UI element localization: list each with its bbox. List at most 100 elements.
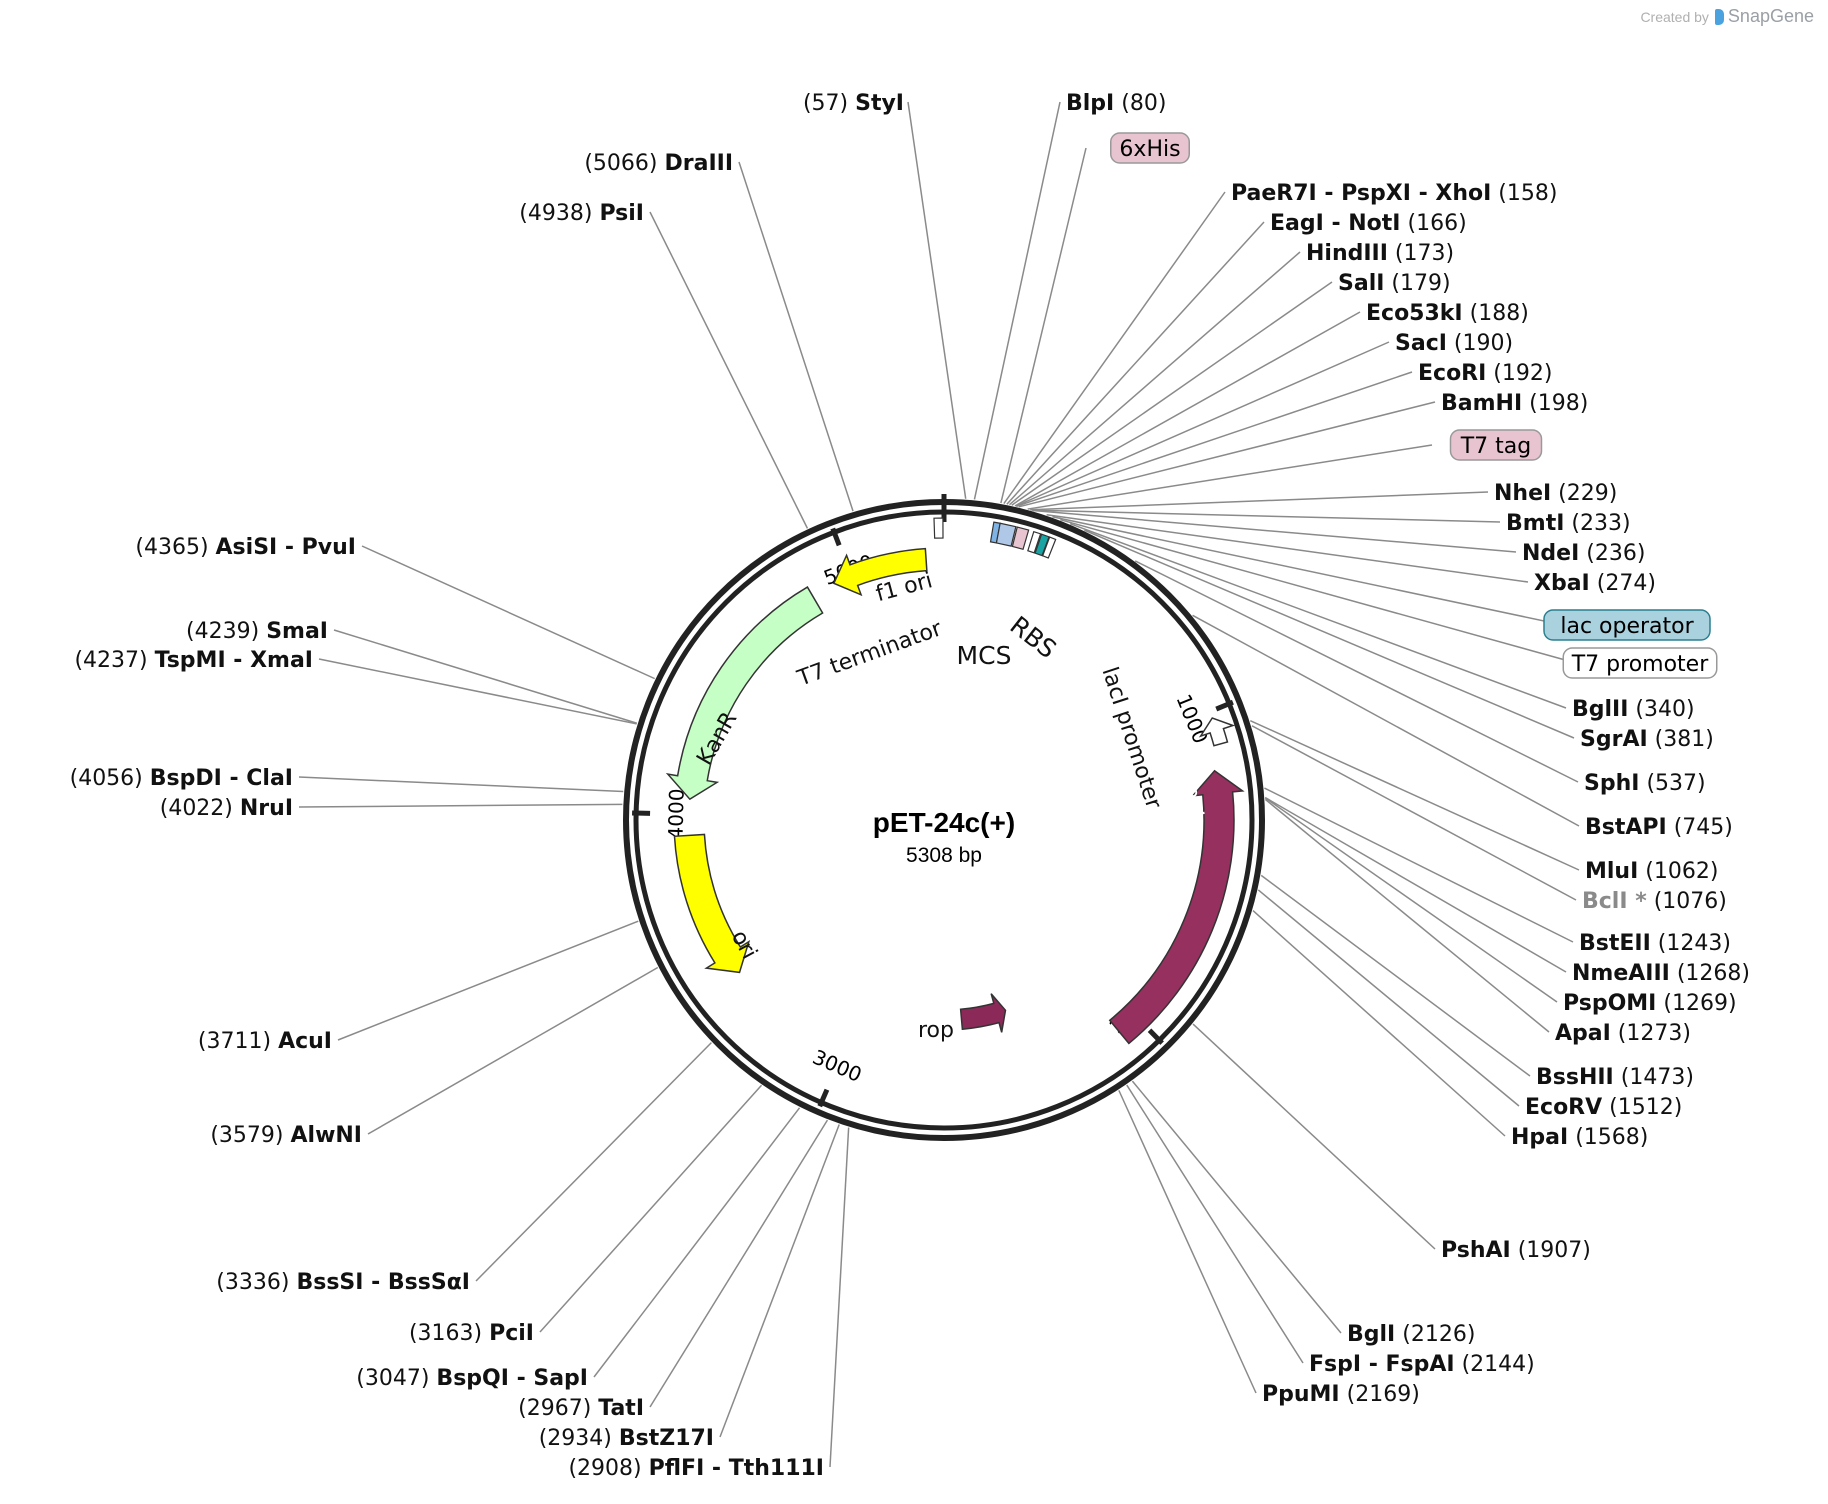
feature-kanr [665,586,824,801]
feature-label-rop: rop [918,1018,954,1043]
leader-nmeaiii [1264,796,1567,973]
site-label-asisi: (4365) AsiSI - PvuI [135,535,356,560]
site-fspi: FspI - FspAI (2144) [1309,1352,1535,1377]
leader-sali [1011,281,1333,506]
box-t7-promoter [1562,647,1718,679]
site-label-saci: SacI (190) [1395,331,1513,356]
site-eco53ki: Eco53kI (188) [1366,301,1529,326]
feature-label-t7-terminator: T7 terminator [793,616,946,692]
feature-rbs [1027,530,1042,554]
site-sphi: SphI (537) [1584,771,1706,796]
box-label-t7-tag: T7 tag [1460,434,1532,459]
site-draiii: (5066) DraIII [584,151,733,176]
leader-ecorv [1257,889,1520,1107]
leader-nrui [298,803,623,808]
feature-laci-promoter [1198,717,1236,747]
site-leader-lines [298,101,1580,1468]
site-mlui: MluI (1062) [1585,859,1718,884]
site-bglii: BglII (340) [1572,697,1695,722]
site-styi: (57) StyI [803,91,904,116]
site-pflfi: (2908) PflFI - Tth111I [568,1456,824,1481]
site-label-nmeaiii: NmeAIII (1268) [1572,961,1750,986]
leader-pshai [1192,1023,1436,1250]
feature-t7-tag [1011,526,1030,551]
leader-hindiii [1008,251,1301,506]
site-label-pspomi: PspOMI (1269) [1563,991,1737,1016]
site-label-bcli: BclI * (1076) [1582,889,1727,914]
leader-lac-operator [1052,516,1564,626]
leader-fspi [1126,1084,1304,1364]
leader-bspdi [298,776,624,793]
site-tati: (2967) TatI [518,1396,644,1421]
site-ppumi: PpuMI (2169) [1262,1382,1420,1407]
site-label-nhei: NheI (229) [1494,481,1617,506]
box-lac-operator [1543,609,1711,641]
tick-mark-3000 [817,1088,830,1108]
site-hindiii: HindIII (173) [1306,241,1454,266]
leader-t7-tag [1027,444,1433,510]
leader-smai [333,629,638,724]
site-label-fspi: FspI - FspAI (2144) [1309,1352,1535,1377]
site-label-mlui: MluI (1062) [1585,859,1718,884]
site-label-smai: (4239) SmaI [186,619,328,644]
leader-alwni [367,966,659,1135]
leader-paer7i [1003,191,1226,505]
site-label-hpai: HpaI (1568) [1511,1125,1648,1150]
feature-f1-ori [832,547,928,597]
plasmid-name: pET-24c(+) [873,807,1015,838]
feature-t7-promoter [1041,536,1057,559]
site-eagi: EagI - NotI (166) [1270,211,1467,236]
site-nhei: NheI (229) [1494,481,1617,506]
site-tspmi: (4237) TspMI - XmaI [74,648,313,673]
leader-eagi [1006,221,1265,505]
feature-label-laci: lacI [1177,778,1208,820]
site-label-xbai: XbaI (274) [1534,571,1656,596]
site-label-bsssi: (3336) BssSI - BssSαI [216,1270,470,1295]
site-bsssi: (3336) BssSI - BssSαI [216,1270,470,1295]
site-label-sali: SalI (179) [1338,271,1451,296]
site-ecorv: EcoRV (1512) [1525,1095,1682,1120]
site-ndei: NdeI (236) [1522,541,1645,566]
site-bspdi: (4056) BspDI - ClaI [70,766,293,791]
site-pshai: PshAI (1907) [1441,1238,1591,1263]
site-saci: SacI (190) [1395,331,1513,356]
site-label-blpi: BlpI (80) [1066,91,1166,116]
site-psii: (4938) PsiI [519,201,644,226]
snapgene-credit: Created by SnapGene [1640,6,1814,27]
leader-pspomi [1264,797,1558,1003]
site-label-ecori: EcoRI (192) [1418,361,1552,386]
leader-t7-promoter [1060,518,1577,664]
site-pspomi: PspOMI (1269) [1563,991,1737,1016]
leader-bglii [1069,523,1567,709]
site-bstz17i: (2934) BstZ17I [539,1426,714,1451]
feature-laci [1108,769,1245,1045]
leader-xbai [1046,514,1529,583]
feature-rop [959,993,1007,1033]
site-sgrai: SgrAI (381) [1580,727,1714,752]
site-label-ecorv: EcoRV (1512) [1525,1095,1682,1120]
site-label-ndei: NdeI (236) [1522,541,1645,566]
leader-styi [907,101,967,499]
site-label-pcii: (3163) PciI [409,1321,534,1346]
leader-bamhi [1018,401,1436,508]
site-bcli: BclI * (1076) [1582,889,1727,914]
site-acui: (3711) AcuI [198,1029,332,1054]
site-hpai: HpaI (1568) [1511,1125,1648,1150]
site-bgli: BglI (2126) [1347,1322,1475,1347]
site-label-psii: (4938) PsiI [519,201,644,226]
box-label-lac-operator: lac operator [1560,614,1694,639]
credit-brand: SnapGene [1727,6,1814,26]
site-label-tati: (2967) TatI [518,1396,644,1421]
site-paer7i: PaeR7I - PspXI - XhoI (158) [1231,181,1557,206]
site-label-bstapi: BstAPI (745) [1585,815,1733,840]
site-label-ppumi: PpuMI (2169) [1262,1382,1420,1407]
site-label-alwni: (3579) AlwNI [210,1123,362,1148]
credit-prefix: Created by [1640,8,1709,25]
leader-eco53ki [1014,311,1361,507]
tick-mark-1000 [1215,699,1234,712]
site-xbai: XbaI (274) [1534,571,1656,596]
leader-bsssi [475,1042,712,1282]
feature-ori [673,833,751,974]
feature-lac-operator [1034,533,1050,557]
